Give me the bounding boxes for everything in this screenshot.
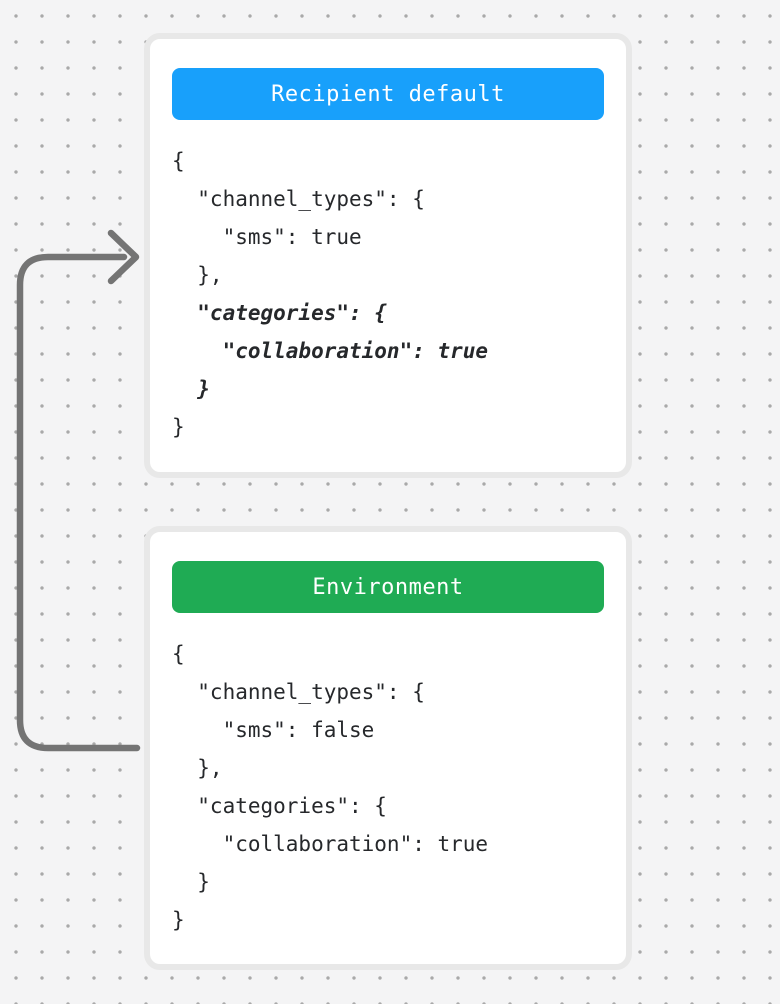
code-line: } — [172, 377, 210, 401]
recipient-default-header-label: Recipient default — [271, 81, 505, 107]
code-line: } — [172, 415, 185, 439]
code-line: "collaboration": true — [172, 339, 489, 363]
recipient-default-card: Recipient default { "channel_types": { "… — [144, 33, 632, 478]
flow-arrow — [16, 229, 141, 752]
code-line: "sms": false — [172, 718, 375, 742]
code-line: }, — [172, 263, 223, 287]
flow-arrow-shaft — [16, 253, 141, 752]
code-line: "sms": true — [172, 225, 362, 249]
code-line: "categories": { — [172, 794, 387, 818]
code-line: } — [172, 870, 210, 894]
recipient-default-json-code: { "channel_types": { "sms": true }, "cat… — [172, 142, 626, 446]
code-line: }, — [172, 756, 223, 780]
flow-arrow-head-icon — [107, 229, 140, 285]
code-line: { — [172, 149, 185, 173]
recipient-default-header-badge: Recipient default — [172, 68, 604, 120]
code-line: "categories": { — [172, 301, 387, 325]
code-line: "collaboration": true — [172, 832, 489, 856]
code-line: { — [172, 642, 185, 666]
environment-card: Environment { "channel_types": { "sms": … — [144, 526, 632, 970]
environment-header-badge: Environment — [172, 561, 604, 613]
environment-json-code: { "channel_types": { "sms": false }, "ca… — [172, 635, 626, 939]
code-line: } — [172, 908, 185, 932]
code-line: "channel_types": { — [172, 680, 425, 704]
environment-header-label: Environment — [312, 574, 464, 600]
code-line: "channel_types": { — [172, 187, 425, 211]
